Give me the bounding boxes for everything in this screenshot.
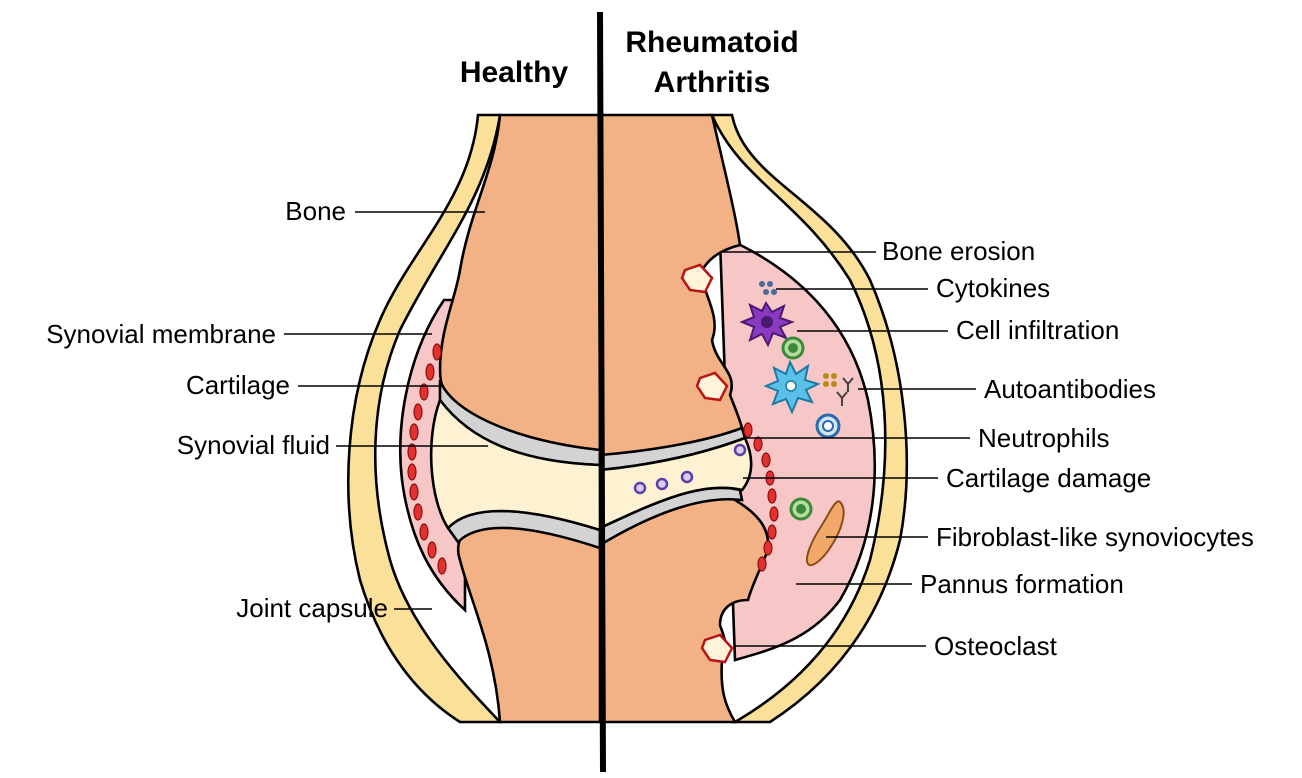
label-synovial-membrane: Synovial membrane bbox=[46, 319, 276, 349]
label-autoantibodies: Autoantibodies bbox=[984, 374, 1156, 404]
title-ra-line2: Arthritis bbox=[654, 66, 771, 99]
macrophage-nucleus bbox=[761, 316, 773, 328]
divider-line bbox=[600, 12, 603, 772]
label-bone-erosion: Bone erosion bbox=[882, 236, 1035, 266]
label-cell-infiltration: Cell infiltration bbox=[956, 315, 1119, 345]
blue-cell-nucleus bbox=[823, 421, 833, 431]
label-joint-capsule: Joint capsule bbox=[236, 593, 388, 623]
label-bone: Bone bbox=[285, 196, 346, 226]
title-healthy: Healthy bbox=[460, 56, 569, 89]
label-osteoclast: Osteoclast bbox=[934, 631, 1058, 661]
lymphocyte-nucleus bbox=[788, 343, 798, 353]
label-cartilage-damage: Cartilage damage bbox=[946, 463, 1151, 493]
label-neutrophils: Neutrophils bbox=[978, 423, 1110, 453]
lymphocyte-nucleus-2 bbox=[796, 504, 806, 514]
label-pannus: Pannus formation bbox=[920, 569, 1124, 599]
label-synovial-fluid: Synovial fluid bbox=[177, 430, 330, 460]
label-cartilage: Cartilage bbox=[186, 370, 290, 400]
label-cytokines: Cytokines bbox=[936, 273, 1050, 303]
label-fibroblast: Fibroblast-like synoviocytes bbox=[936, 522, 1254, 552]
dendritic-nucleus bbox=[786, 381, 796, 391]
title-ra-line1: Rheumatoid bbox=[625, 26, 798, 59]
